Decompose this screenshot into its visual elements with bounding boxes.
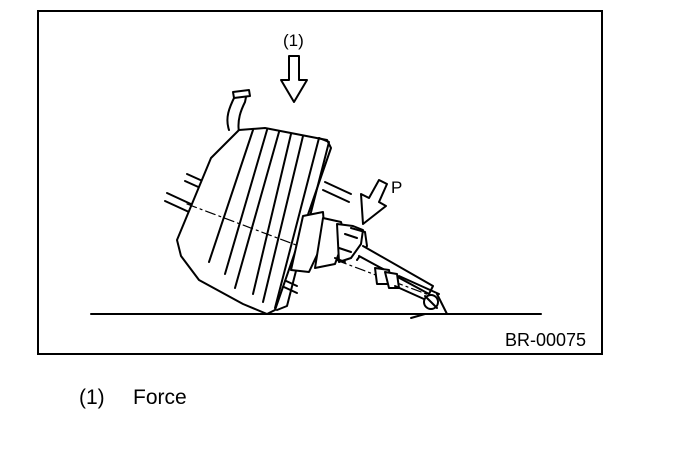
brake-booster-diagram: (1) P: [90, 31, 586, 350]
p-label: P: [391, 178, 402, 197]
diagram-code: BR-00075: [505, 330, 586, 350]
push-rod: [358, 245, 448, 319]
booster-body: [176, 127, 332, 315]
legend-text: Force: [133, 386, 187, 409]
force-label: (1): [283, 31, 304, 50]
p-arrow-icon: [360, 179, 388, 225]
boot-assembly: [290, 211, 368, 273]
legend: (1) Force: [79, 386, 187, 410]
mounting-studs: [164, 173, 352, 294]
legend-item: (1) Force: [79, 386, 187, 410]
diagram-frame: (1) P: [37, 10, 603, 355]
legend-number: (1): [79, 386, 105, 409]
force-arrow-icon: [280, 55, 308, 103]
